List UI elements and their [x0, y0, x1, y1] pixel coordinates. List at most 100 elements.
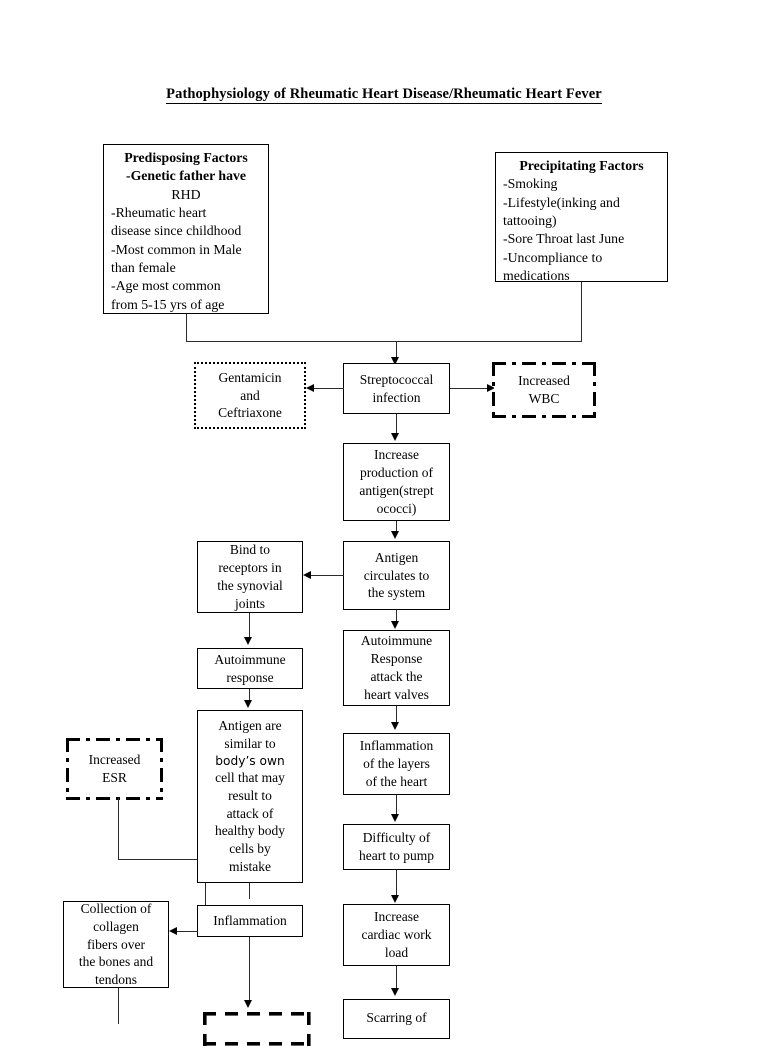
connector-autoimmune-to-similar: [249, 689, 251, 703]
arrow-inflammation-down: [244, 1000, 252, 1008]
node-circulates-line-2: the system: [367, 585, 426, 601]
predisposing-item-1: RHD: [171, 186, 201, 202]
node-attack-line-1: Response: [370, 651, 423, 667]
connector-strep-to-wbc: [450, 388, 489, 390]
precipitating-item-0: -Smoking: [503, 176, 558, 192]
node-collagen-line-2: fibers over: [86, 936, 146, 952]
node-scarring-line-0: Scarring of: [366, 1010, 427, 1026]
precipitating-item-1: -Lifestyle(inking and: [503, 194, 620, 210]
node-infl-layers-line-1: of the layers: [363, 756, 430, 772]
node-gentamicin-line-1: and: [240, 387, 260, 403]
connector-circulates-to-attack: [396, 610, 398, 625]
arrow-layers-to-difficulty: [391, 814, 399, 822]
arrow-circulates-to-attack: [391, 621, 399, 629]
node-strep-line-1: infection: [372, 389, 421, 405]
node-autoimmune-resp-line-1: response: [226, 669, 274, 685]
connector-inflammation-down: [249, 937, 251, 1003]
connector-collagen-down: [118, 988, 120, 1024]
arrow-difficulty-to-cardiac: [391, 895, 399, 903]
node-difficulty-pump: Difficulty of heart to pump: [343, 824, 450, 870]
node-similar-line-1: similar to: [224, 736, 276, 752]
node-antigen-circulates: Antigen circulates to the system: [343, 541, 450, 610]
node-increase-production: Increase production of antigen(strept oc…: [343, 443, 450, 521]
connector-layers-to-difficulty: [396, 795, 398, 817]
precipitating-item-3: -Sore Throat last June: [503, 231, 625, 247]
connector-strep-to-production: [396, 414, 398, 436]
precipitating-item-4: -Uncompliance to: [503, 249, 603, 265]
node-similar-line-8: mistake: [229, 858, 271, 874]
connector-factors-join: [186, 341, 582, 343]
connector-bind-to-autoimmune: [249, 613, 251, 639]
node-similar-line-6: healthy body: [214, 823, 286, 839]
arrow-bind-to-autoimmune: [244, 637, 252, 645]
node-increase-cardiac: Increase cardiac work load: [343, 904, 450, 966]
precipitating-item-5: medications: [503, 268, 570, 284]
node-autoimmune-attack: Autoimmune Response attack the heart val…: [343, 630, 450, 706]
node-wbc-line-0: Increased: [518, 373, 570, 389]
node-autoimmune-resp-line-0: Autoimmune: [214, 651, 286, 667]
node-gentamicin-ceftriaxone: Gentamicin and Ceftriaxone: [194, 362, 306, 429]
node-increased-wbc: Increased WBC: [492, 362, 596, 418]
predisposing-item-6: -Age most common: [111, 278, 221, 294]
node-gentamicin-line-2: Ceftriaxone: [218, 405, 282, 421]
node-esr-line-1: ESR: [102, 770, 127, 785]
node-similar-line-0: Antigen are: [218, 718, 282, 734]
flowchart-page: Pathophysiology of Rheumatic Heart Disea…: [0, 86, 768, 1046]
node-collagen-line-4: tendons: [95, 972, 137, 988]
arrow-cardiac-to-scarring: [391, 988, 399, 996]
node-infl-layers-line-2: of the heart: [365, 773, 428, 789]
node-circulates-line-0: Antigen: [374, 549, 419, 565]
connector-precipitating-down: [581, 282, 583, 342]
page-title-text: Pathophysiology of Rheumatic Heart Disea…: [166, 86, 602, 104]
node-infl-layers-line-0: Inflammation: [359, 738, 434, 754]
precipitating-factors-box: Precipitating Factors -Smoking -Lifestyl…: [495, 152, 668, 284]
node-attack-line-3: heart valves: [364, 686, 429, 702]
arrow-strep-to-wbc: [487, 384, 495, 392]
predisposing-item-0-text: -Genetic father have: [125, 168, 247, 184]
node-circulates-line-1: circulates to: [363, 567, 430, 583]
arrow-circulates-to-bind: [303, 571, 311, 579]
predisposing-item-0: -Genetic father have: [111, 167, 261, 185]
arrow-inflammation-to-collagen: [169, 927, 177, 935]
node-attack-line-2: attack the: [370, 669, 423, 684]
arrow-production-to-circulates: [391, 531, 399, 539]
connector-predisposing-down: [186, 314, 188, 342]
node-autoimmune-response: Autoimmune response: [197, 648, 303, 689]
precipitating-item-2: tattooing): [503, 213, 557, 229]
node-gentamicin-line-0: Gentamicin: [218, 369, 282, 385]
node-collection-collagen: Collection of collagen fibers over the b…: [63, 901, 169, 988]
node-collagen-line-3: the bones and: [78, 954, 154, 970]
predisposing-item-7: from 5-15 yrs of age: [111, 296, 225, 312]
node-difficulty-line-1: heart to pump: [359, 848, 434, 863]
connector-cardiac-to-scarring: [396, 966, 398, 991]
node-inflammation-layers: Inflammation of the layers of the heart: [343, 733, 450, 795]
connector-esr-into-inflammation: [205, 859, 207, 915]
predisposing-item-5: than female: [111, 260, 176, 276]
connector-esr-right: [118, 859, 206, 861]
node-similar-line-5: attack of: [226, 805, 274, 821]
node-similar-line-7: cells by: [229, 841, 271, 857]
node-production-line-2: antigen(strept: [359, 483, 434, 498]
connector-difficulty-to-cardiac: [396, 870, 398, 898]
arrow-attack-to-inflammation-layers: [391, 722, 399, 730]
node-bind-line-2: the synovial: [217, 578, 283, 593]
node-attack-line-0: Autoimmune: [360, 633, 433, 649]
arrow-strep-to-production: [391, 433, 399, 441]
node-collagen-line-1: collagen: [93, 918, 139, 934]
predisposing-item-2: -Rheumatic heart: [111, 205, 207, 221]
predisposing-heading: Predisposing Factors: [124, 150, 248, 165]
node-production-line-3: ococci): [376, 500, 417, 516]
connector-esr-down: [118, 798, 120, 860]
node-inflammation-line-0: Inflammation: [213, 913, 287, 929]
connector-attack-to-inflammation-layers: [396, 706, 398, 725]
connector-circulates-to-bind: [311, 575, 344, 577]
node-cardiac-line-2: load: [384, 944, 409, 960]
page-title: Pathophysiology of Rheumatic Heart Disea…: [0, 86, 768, 104]
node-inflammation: Inflammation: [197, 905, 303, 937]
node-bind-line-1: receptors in: [218, 560, 282, 576]
node-scarring: Scarring of: [343, 999, 450, 1039]
node-antigen-similar: Antigen are similar to body’s own cell t…: [197, 710, 303, 883]
node-cardiac-line-1: cardiac work: [361, 927, 432, 943]
node-bottom-partial-dashed: [203, 1012, 311, 1046]
connector-to-strep: [396, 341, 398, 361]
